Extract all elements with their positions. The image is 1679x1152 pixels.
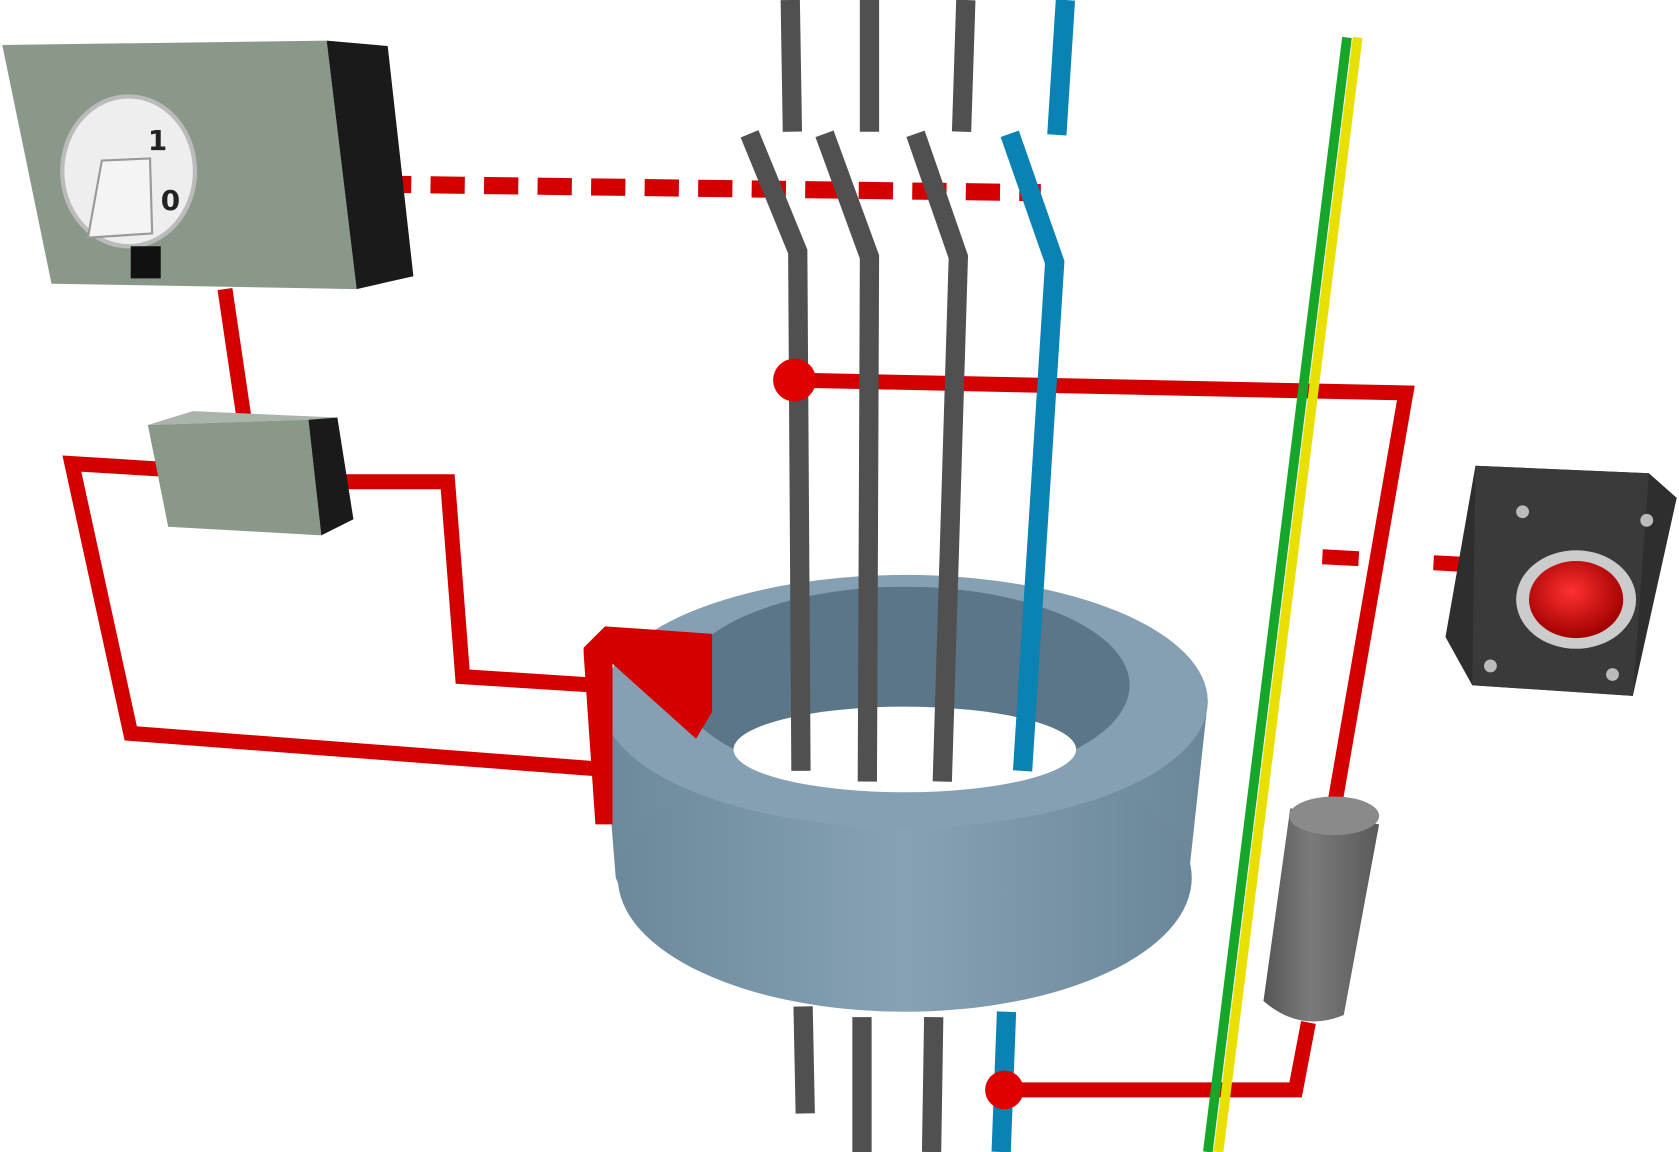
test-button-box[interactable] [1445,465,1677,696]
junction-top [773,358,816,402]
conductor-neutral [1000,130,1065,772]
test-button[interactable] [1528,561,1624,639]
junction-bottom [985,1070,1024,1110]
conductor-l2 [815,130,880,782]
control-wiring [62,287,1462,1098]
relay-box [147,411,354,536]
conductor-l3 [906,130,969,782]
sense-coil-connector [583,626,713,825]
switch-on-label: 1 [148,124,167,157]
switch-lever[interactable] [86,157,154,239]
test-resistor [1263,796,1380,1022]
fixed-contacts [780,0,1076,136]
conductors [740,130,1065,1152]
main-switch-box[interactable]: 1 0 [2,40,414,290]
conductor-l1 [740,130,811,771]
earth-conductor [1203,36,1363,1152]
switch-off-label: 0 [161,184,180,217]
